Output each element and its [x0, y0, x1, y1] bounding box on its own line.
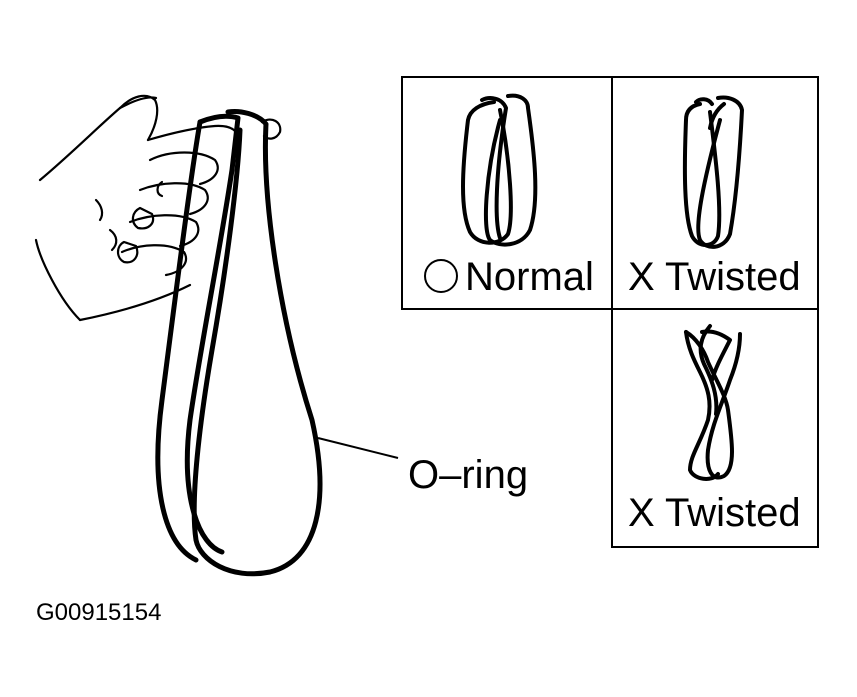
oring-loop [155, 109, 323, 577]
callout-leader-line [317, 437, 399, 459]
hand-illustration [34, 94, 282, 322]
twisted-oring-icon-a [682, 95, 744, 249]
normal-label: Normal [465, 255, 594, 299]
twisted-oring-icon-b [684, 324, 742, 481]
twisted-a-symbol: X [628, 255, 655, 299]
twisted-a-label: Twisted [665, 255, 801, 299]
oring-callout-label: O–ring [408, 453, 528, 497]
figure-code: G00915154 [36, 599, 161, 626]
panel-twisted-a: X Twisted [611, 76, 819, 310]
panel-normal: Normal [401, 76, 613, 310]
twisted-b-label: Twisted [665, 491, 801, 535]
ok-circle-icon [424, 259, 458, 293]
panel-twisted-b-border [611, 308, 819, 548]
normal-oring-icon [461, 93, 538, 247]
panel-twisted-b: X Twisted [611, 308, 819, 548]
twisted-b-symbol: X [628, 491, 655, 535]
